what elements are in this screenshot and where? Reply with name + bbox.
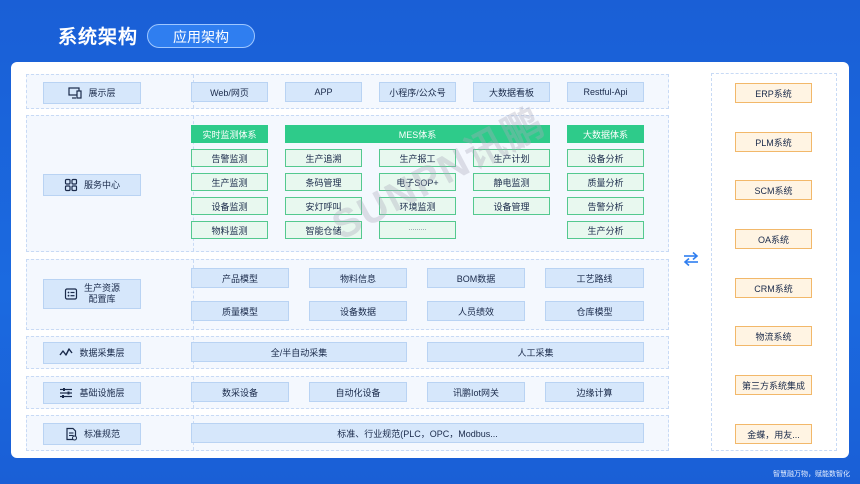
mes-item[interactable]: 环境监测 (379, 197, 456, 215)
system-item[interactable]: PLM系统 (735, 132, 812, 152)
infra-item[interactable]: 讯鹏Iot网关 (427, 382, 525, 402)
mes-item[interactable]: 静电监测 (473, 173, 550, 191)
resource-item[interactable]: 设备数据 (309, 301, 407, 321)
sliders-icon (60, 388, 73, 398)
pulse-icon (59, 348, 74, 356)
standard-layer-label: 标准规范 (43, 423, 141, 445)
display-item[interactable]: Restful-Api (567, 82, 644, 102)
system-item[interactable]: 金蝶，用友... (735, 424, 812, 444)
mes-header: MES体系 (285, 125, 550, 143)
bigdata-header: 大数据体系 (567, 125, 644, 143)
exchange-arrows-icon (683, 251, 699, 267)
monitor-icon (68, 87, 83, 99)
mes-item[interactable]: 电子SOP+ (379, 173, 456, 191)
resource-layer-label: 生产资源配置库 (43, 279, 141, 309)
collection-layer-label: 数据采集层 (43, 342, 141, 364)
infra-item[interactable]: 数采设备 (191, 382, 289, 402)
display-item[interactable]: 小程序/公众号 (379, 82, 456, 102)
database-card-icon (64, 288, 78, 300)
realtime-item[interactable]: 设备监测 (191, 197, 268, 215)
collection-item[interactable]: 全/半自动采集 (191, 342, 407, 362)
mes-item[interactable]: 条码管理 (285, 173, 362, 191)
page-title: 系统架构 (58, 27, 139, 48)
realtime-item[interactable]: 生产监测 (191, 173, 268, 191)
display-item[interactable]: Web/网页 (191, 82, 268, 102)
realtime-item[interactable]: 物料监测 (191, 221, 268, 239)
system-item[interactable]: CRM系统 (735, 278, 812, 298)
display-layer-label: 展示层 (43, 82, 141, 104)
grid-icon (64, 178, 78, 192)
mes-item[interactable]: 安灯呼叫 (285, 197, 362, 215)
infra-item[interactable]: 边缘计算 (545, 382, 644, 402)
bigdata-item[interactable]: 生产分析 (567, 221, 644, 239)
resource-item[interactable]: 产品模型 (191, 268, 289, 288)
standard-item[interactable]: 标准、行业规范(PLC，OPC，Modbus... (191, 423, 644, 443)
mes-item[interactable]: 智能仓储 (285, 221, 362, 239)
subtitle-pill[interactable]: 应用架构 (147, 24, 255, 48)
resource-item[interactable]: BOM数据 (427, 268, 525, 288)
system-item[interactable]: SCM系统 (735, 180, 812, 200)
service-layer-label: 服务中心 (43, 174, 141, 196)
system-item[interactable]: 物流系统 (735, 326, 812, 346)
mes-item[interactable]: 生产报工 (379, 149, 456, 167)
system-item[interactable]: OA系统 (735, 229, 812, 249)
display-item[interactable]: 大数据看板 (473, 82, 550, 102)
resource-item[interactable]: 仓库模型 (545, 301, 644, 321)
mes-item[interactable]: 设备管理 (473, 197, 550, 215)
bigdata-item[interactable]: 告警分析 (567, 197, 644, 215)
realtime-item[interactable]: 告警监测 (191, 149, 268, 167)
footer-slogan: 智慧融万物，赋能数智化 (773, 471, 850, 478)
mes-item-more[interactable]: ········· (379, 221, 456, 239)
infra-item[interactable]: 自动化设备 (309, 382, 407, 402)
resource-item[interactable]: 物料信息 (309, 268, 407, 288)
system-item[interactable]: 第三方系统集成 (735, 375, 812, 395)
mes-item[interactable]: 生产追溯 (285, 149, 362, 167)
resource-item[interactable]: 质量模型 (191, 301, 289, 321)
mes-item[interactable]: 生产计划 (473, 149, 550, 167)
document-icon (66, 427, 77, 441)
bigdata-item[interactable]: 质量分析 (567, 173, 644, 191)
resource-item[interactable]: 人员绩效 (427, 301, 525, 321)
system-item[interactable]: ERP系统 (735, 83, 812, 103)
display-item[interactable]: APP (285, 82, 362, 102)
collection-item[interactable]: 人工采集 (427, 342, 644, 362)
bigdata-item[interactable]: 设备分析 (567, 149, 644, 167)
infra-layer-label: 基础设施层 (43, 382, 141, 404)
resource-item[interactable]: 工艺路线 (545, 268, 644, 288)
realtime-header: 实时监测体系 (191, 125, 268, 143)
